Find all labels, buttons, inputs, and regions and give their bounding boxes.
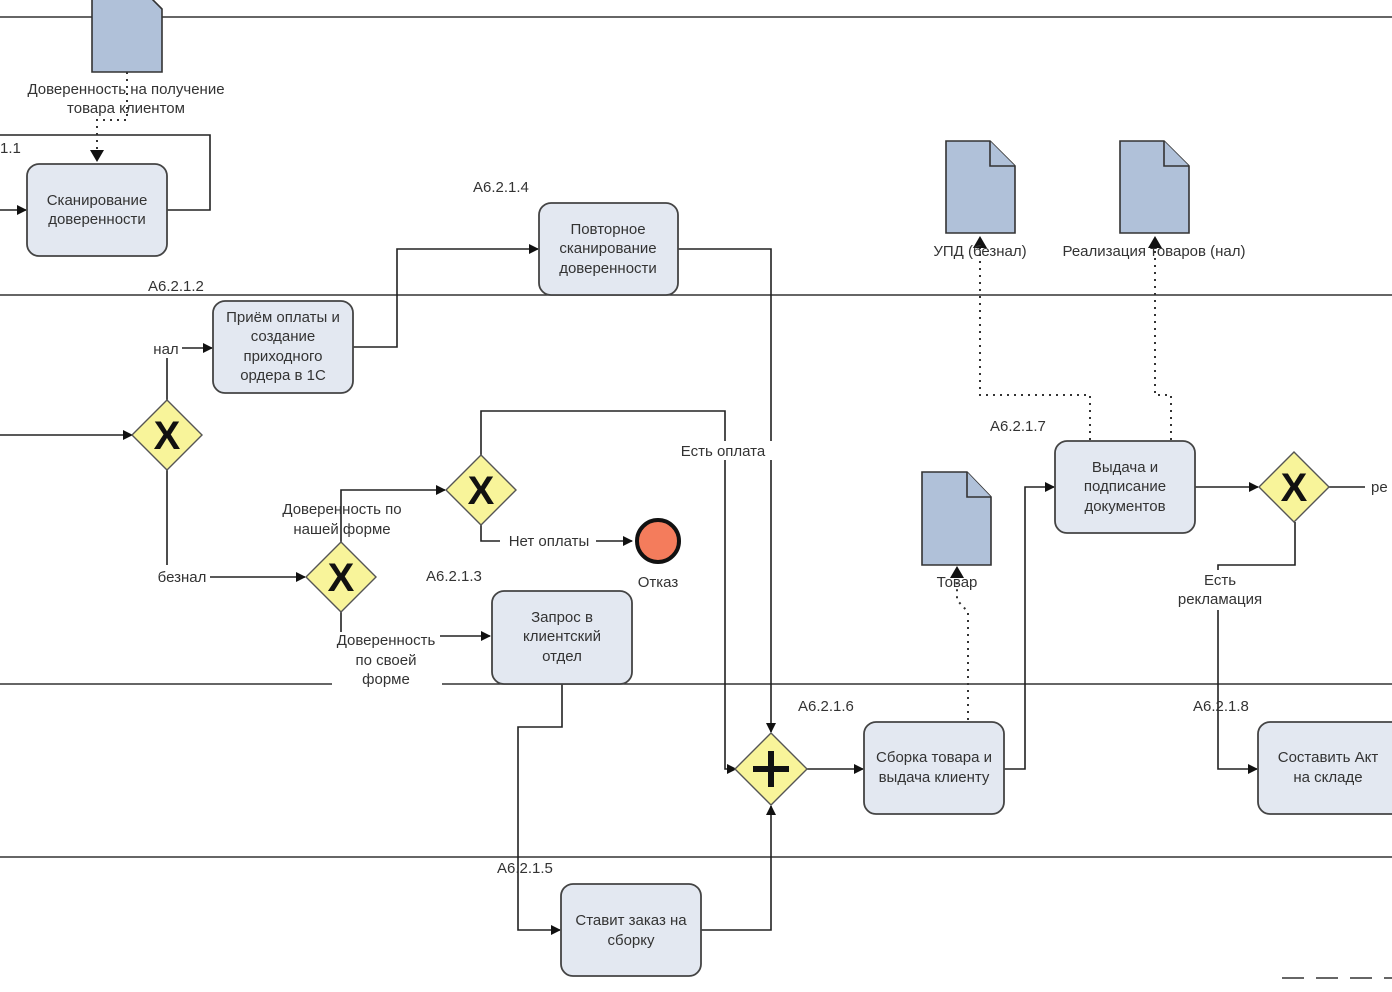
gateway-parallel-join[interactable] — [734, 732, 808, 806]
document-label: Реализация товаров (нал) — [1062, 243, 1245, 260]
document-proxy[interactable] — [91, 0, 163, 73]
flow-label-noncash: безнал — [158, 569, 207, 586]
exclusive-x-icon: X — [468, 469, 495, 513]
sequence-flows — [0, 134, 1365, 935]
task-rescan-proxy[interactable] — [538, 202, 679, 296]
task-id: A6.2.1.5 — [497, 860, 553, 877]
document-goods[interactable] — [921, 471, 992, 566]
end-event-label: Отказ — [638, 574, 679, 591]
task-id: A6.2.1.7 — [990, 418, 1046, 435]
gateway-complaint[interactable]: X — [1258, 451, 1330, 523]
task-id: A6.2.1.4 — [473, 179, 529, 196]
task-id: A6.2.1.6 — [798, 698, 854, 715]
document-label: УПД (безнал) — [933, 243, 1026, 260]
exclusive-x-icon: X — [154, 414, 181, 458]
task-assembly-and-delivery[interactable] — [863, 721, 1005, 815]
task-scan-proxy[interactable] — [26, 163, 168, 257]
task-client-dept-request[interactable] — [491, 590, 633, 685]
gateway-proxy-form[interactable]: X — [305, 541, 377, 613]
gateway-payment-type[interactable]: X — [131, 399, 203, 471]
task-id: 1.1 — [0, 140, 21, 157]
task-id: A6.2.1.2 — [148, 278, 204, 295]
flow-label-partial: ре — [1371, 479, 1388, 496]
task-id: A6.2.1.8 — [1193, 698, 1249, 715]
gateway-payment-check[interactable]: X — [445, 454, 517, 526]
document-upd[interactable] — [945, 140, 1016, 234]
document-label: Товар — [937, 574, 978, 591]
task-warehouse-act[interactable] — [1257, 721, 1392, 815]
parallel-plus-icon — [753, 751, 789, 787]
exclusive-x-icon: X — [1281, 466, 1308, 510]
task-issue-documents[interactable] — [1054, 440, 1196, 534]
flow-label-not-paid: Нет оплаты — [509, 533, 590, 550]
end-event-reject[interactable] — [635, 518, 681, 564]
task-place-assembly-order[interactable] — [560, 883, 702, 977]
document-sales[interactable] — [1119, 140, 1190, 234]
flow-label-cash: нал — [153, 341, 178, 358]
exclusive-x-icon: X — [328, 556, 355, 600]
task-payment-receipt[interactable] — [212, 300, 354, 394]
flow-label-paid: Есть оплата — [681, 443, 766, 460]
data-associations — [90, 72, 1172, 720]
task-id: A6.2.1.3 — [426, 568, 482, 585]
